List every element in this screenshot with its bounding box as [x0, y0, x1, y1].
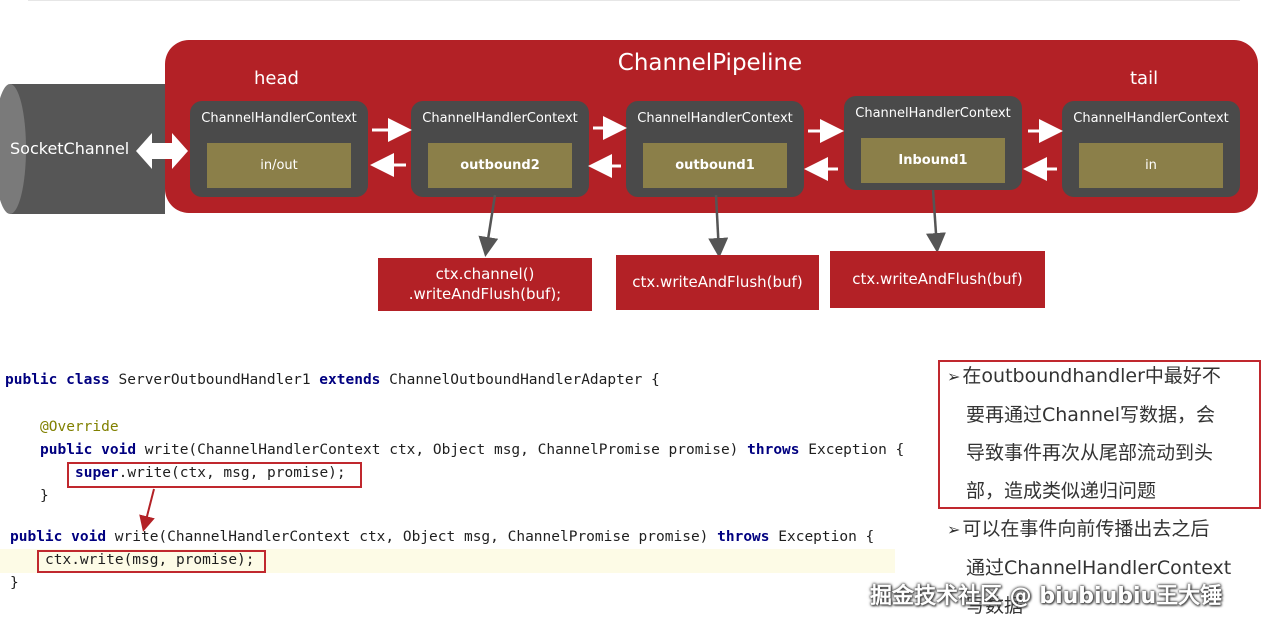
code-keyword: public — [40, 442, 93, 458]
code-line: public void write(ChannelHandlerContext … — [10, 529, 874, 545]
code-line: } — [40, 488, 49, 504]
socket-channel-label: SocketChannel — [10, 139, 130, 158]
tail-label: tail — [1130, 68, 1159, 89]
code-highlight-line — [0, 549, 895, 573]
note-text-block: ➢在outboundhandler中最好不 要再通过Channel写数据，会 导… — [947, 357, 1259, 510]
code-keyword: extends — [319, 372, 381, 388]
code-keyword: throws — [747, 442, 800, 458]
code-text: .write(ctx, msg, promise); — [118, 465, 346, 481]
context-title: ChannelHandlerContext — [422, 111, 578, 126]
handler-outbound2: outbound2 — [428, 143, 572, 188]
code-keyword: public — [10, 529, 63, 545]
code-line: public class ServerOutboundHandler1 exte… — [5, 372, 660, 388]
code-text: Exception { — [799, 442, 905, 458]
arrow-down — [478, 194, 499, 257]
note-line: ➢可以在事件向前传播出去之后 — [947, 510, 1267, 549]
code-text: Exception { — [769, 529, 875, 545]
code-keyword: super — [75, 465, 119, 481]
watermark: 掘金技术社区 @ biubiubiu王大锤 — [870, 584, 1223, 609]
code-link-arrow — [139, 488, 155, 532]
note-line: 部，造成类似递归问题 — [966, 480, 1157, 502]
context-title: ChannelHandlerContext — [637, 111, 793, 126]
head-label: head — [254, 68, 299, 89]
context-title: ChannelHandlerContext — [1073, 111, 1229, 126]
callout-ctx-write: ctx.writeAndFlush(buf) — [830, 251, 1045, 308]
bullet-arrow-icon: ➢ — [947, 520, 961, 539]
code-text: ChannelOutboundHandlerAdapter { — [380, 372, 660, 388]
highlight-box-ctx-write — [37, 550, 266, 573]
note-line: ➢在outboundhandler中最好不 — [947, 357, 1259, 396]
callout-line: ctx.writeAndFlush(buf) — [632, 272, 803, 291]
code-line: } — [10, 575, 19, 591]
pipeline-title: ChannelPipeline — [617, 50, 803, 76]
highlight-box-super-write — [67, 462, 362, 488]
note-line: 要再通过Channel写数据，会 — [966, 404, 1216, 426]
code-text: write(ChannelHandlerContext ctx, Object … — [106, 529, 718, 545]
code-keyword: throws — [717, 529, 770, 545]
code-line: super.write(ctx, msg, promise); — [75, 465, 346, 481]
context-head: ChannelHandlerContext in/out — [190, 101, 368, 197]
handler-in: in — [1079, 143, 1223, 188]
note-text: 可以在事件向前传播出去之后 — [962, 518, 1210, 540]
top-divider — [28, 0, 1240, 1]
context-title: ChannelHandlerContext — [855, 106, 1011, 121]
note-line: 写数据 — [966, 595, 1024, 617]
note-line: 导致事件再次从尾部流动到头 — [966, 442, 1214, 464]
note-line: 通过ChannelHandlerContext — [966, 557, 1232, 579]
callout-line: .writeAndFlush(buf); — [408, 284, 562, 303]
code-line: ctx.write(msg, promise); — [45, 552, 255, 568]
note-text: 在outboundhandler中最好不 — [962, 365, 1221, 387]
socket-channel-cap — [0, 84, 26, 214]
context-title: ChannelHandlerContext — [201, 111, 357, 126]
code-text: write(ChannelHandlerContext ctx, Object … — [136, 442, 748, 458]
arrow-down — [708, 194, 729, 258]
handler-in-out: in/out — [207, 143, 351, 188]
code-keyword: void — [101, 442, 137, 458]
code-line: public void write(ChannelHandlerContext … — [40, 442, 904, 458]
code-keyword: void — [71, 529, 107, 545]
code-keyword: public — [5, 372, 58, 388]
handler-outbound1: outbound1 — [643, 143, 787, 188]
bullet-arrow-icon: ➢ — [947, 367, 961, 386]
code-annotation: @Override — [40, 419, 119, 435]
code-text: ServerOutboundHandler1 — [109, 372, 320, 388]
callout-ctx-write: ctx.writeAndFlush(buf) — [616, 255, 819, 310]
note-text-block: ➢可以在事件向前传播出去之后 通过ChannelHandlerContext 写… — [947, 510, 1267, 625]
callout-line: ctx.channel() — [435, 265, 535, 283]
arrow-down — [925, 189, 946, 253]
context-outbound1: ChannelHandlerContext outbound1 — [626, 101, 804, 197]
context-tail: ChannelHandlerContext in — [1062, 101, 1240, 197]
handler-inbound1: Inbound1 — [861, 138, 1005, 183]
context-inbound1: ChannelHandlerContext Inbound1 — [844, 96, 1022, 190]
callout-line: ctx.writeAndFlush(buf) — [852, 269, 1023, 288]
note-box — [938, 360, 1261, 509]
callout-channel-write: ctx.channel() .writeAndFlush(buf); — [378, 258, 592, 311]
context-outbound2: ChannelHandlerContext outbound2 — [411, 101, 589, 197]
code-keyword: class — [66, 372, 110, 388]
socket-bidirectional-arrow — [136, 133, 188, 169]
